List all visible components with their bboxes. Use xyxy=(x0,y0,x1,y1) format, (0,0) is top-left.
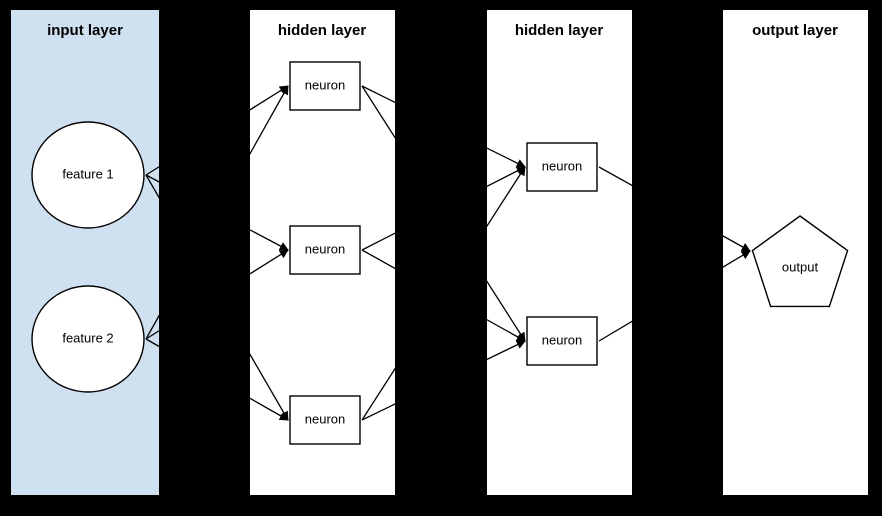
input-layer-title: input layer xyxy=(47,22,123,39)
panel-hidden-layer-2 xyxy=(487,10,632,495)
hidden2-neuron-2-shape[interactable] xyxy=(526,316,598,366)
feature-2-label: feature 2 xyxy=(62,330,113,345)
output-node-shape[interactable] xyxy=(751,215,849,308)
edge-hidden1-neuron-2-to-hidden2-neuron-2 xyxy=(361,249,526,342)
feature-1-label: feature 1 xyxy=(62,166,113,181)
edge-hidden1-neuron-1-to-hidden2-neuron-2 xyxy=(361,85,526,342)
hidden1-neuron-2-label: neuron xyxy=(305,241,345,256)
hidden2-neuron-1-label: neuron xyxy=(542,158,582,173)
hidden1-neuron-1-label: neuron xyxy=(305,77,345,92)
hidden1-neuron-3-shape[interactable] xyxy=(289,395,361,445)
connection-edges xyxy=(145,85,751,421)
output-node-label: output xyxy=(782,259,819,274)
hidden-layer-2-title: hidden layer xyxy=(515,22,604,39)
hidden1-neuron-2-shape[interactable] xyxy=(289,225,361,275)
edge-hidden1-neuron-2-to-feature-2 xyxy=(145,249,289,340)
edge-hidden1-neuron-3-to-hidden2-neuron-2 xyxy=(361,340,526,421)
hidden1-neuron-1-shape[interactable] xyxy=(289,61,361,111)
output-layer-title: output layer xyxy=(752,22,838,39)
feature-1-shape[interactable] xyxy=(31,121,145,229)
edge-hidden1-neuron-1-to-feature-1 xyxy=(145,85,289,176)
edge-hidden1-neuron-3-to-hidden2-neuron-1 xyxy=(361,166,526,421)
edge-hidden2-neuron-1-to-output-node xyxy=(598,166,751,252)
layer-panels: input layer hidden layer hidden layer outpu… xyxy=(11,10,868,495)
hidden-layer-1-title: hidden layer xyxy=(278,22,367,39)
layer-nodes: feature 1 feature 2 neuron neuron neuron neur… xyxy=(31,61,849,445)
edge-hidden1-neuron-1-to-feature-2 xyxy=(145,85,289,340)
edge-hidden1-neuron-3-to-feature-1 xyxy=(145,174,289,421)
hidden2-neuron-1-shape[interactable] xyxy=(526,142,598,192)
feature-2-shape[interactable] xyxy=(31,285,145,393)
edge-hidden2-neuron-2-to-output-node xyxy=(598,250,751,342)
hidden2-neuron-2-label: neuron xyxy=(542,332,582,347)
edge-hidden1-neuron-3-to-feature-2 xyxy=(145,338,289,421)
edge-hidden1-neuron-1-to-hidden2-neuron-1 xyxy=(361,85,526,168)
edge-hidden1-neuron-2-to-hidden2-neuron-1 xyxy=(361,166,526,251)
hidden1-neuron-3-label: neuron xyxy=(305,411,345,426)
panel-input-layer xyxy=(11,10,159,495)
